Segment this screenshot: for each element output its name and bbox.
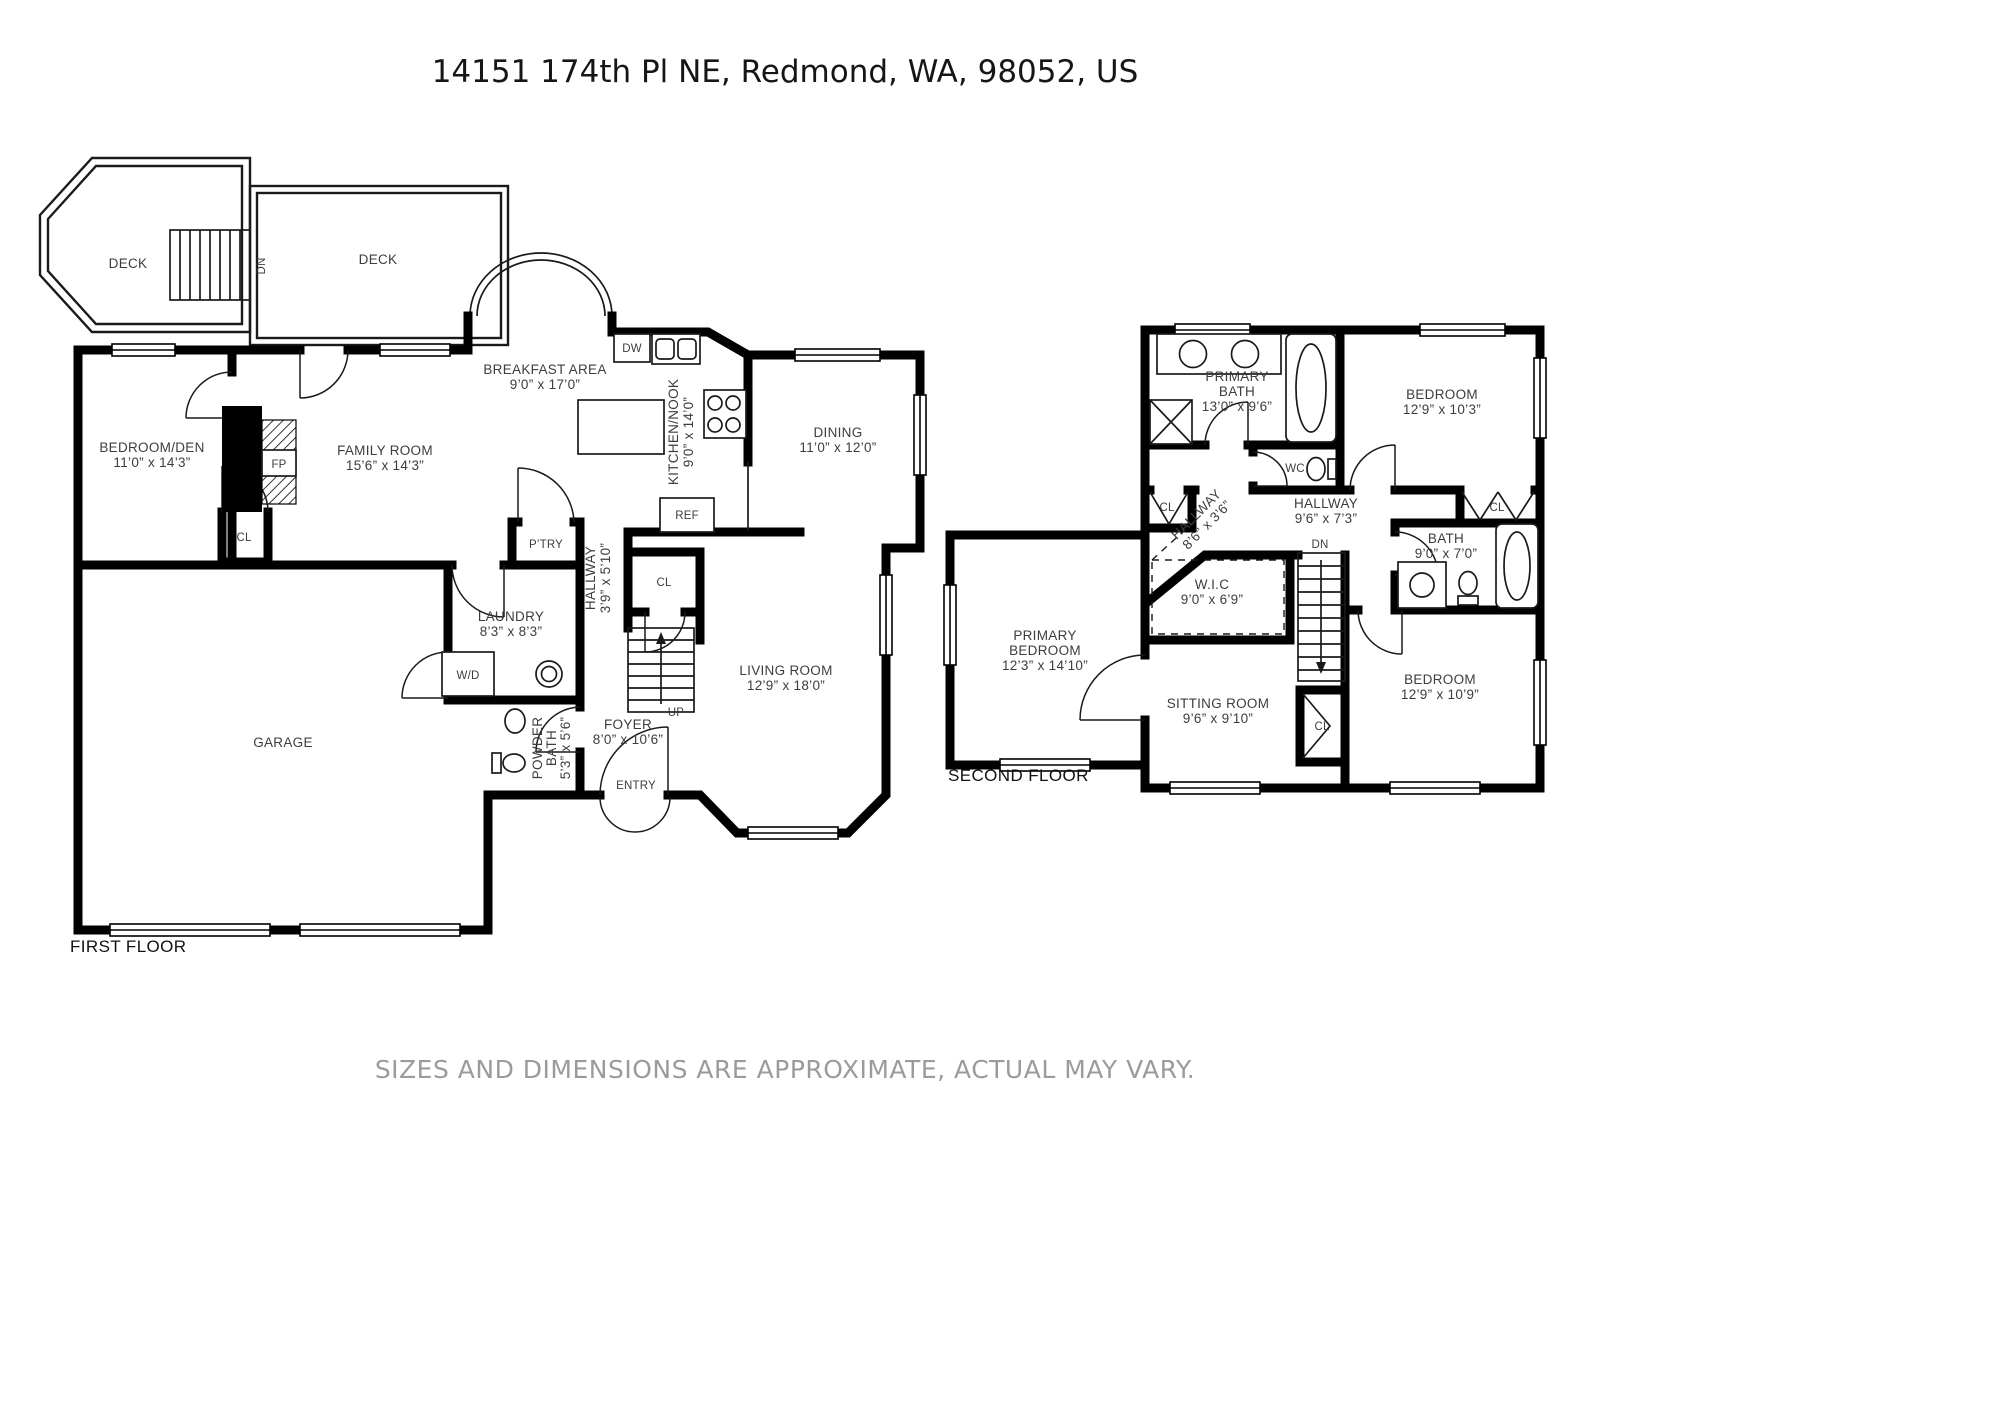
kitchen-sink <box>651 333 701 365</box>
garage-label: GARAGE <box>253 735 313 750</box>
foyer-label: FOYER <box>604 717 652 732</box>
primary-bedroom-label-2: BEDROOM <box>1009 643 1081 658</box>
entry-label: ENTRY <box>616 780 656 792</box>
bath-sink <box>1397 561 1447 609</box>
breakfast-arch <box>469 252 613 317</box>
living-room-label: LIVING ROOM <box>739 663 832 678</box>
hallway2-label: HALLWAY <box>1294 496 1358 511</box>
powder-sink <box>504 708 526 734</box>
living-room-dims: 12’9” x 18’0” <box>747 678 825 693</box>
first-floor-title: FIRST FLOOR <box>70 937 187 956</box>
laundry-label: LAUNDRY <box>478 609 544 624</box>
sitting-room-dims: 9’6” x 9’10” <box>1183 711 1253 726</box>
family-room-label: FAMILY ROOM <box>337 443 433 458</box>
first-floor-windows <box>109 343 927 937</box>
second-floor-title: SECOND FLOOR <box>948 766 1089 785</box>
bedroom-bottom-dims: 12’9” x 10’9” <box>1401 687 1479 702</box>
fireplace <box>222 406 297 512</box>
bedroom-top-dims: 12’9” x 10’3” <box>1403 402 1481 417</box>
deck-stairs-dn-label: DN <box>256 257 268 274</box>
powder-bath-label-2: BATH <box>544 730 559 766</box>
laundry-dims: 8’3” x 8’3” <box>480 624 543 639</box>
family-room-dims: 15’6” x 14’3” <box>346 458 424 473</box>
sitting-room-label: SITTING ROOM <box>1167 696 1270 711</box>
bath-dims: 9’0” x 7’0” <box>1415 546 1478 561</box>
bath-tub <box>1495 523 1539 609</box>
dining-label: DINING <box>813 425 862 440</box>
deck-left-outline <box>38 156 252 334</box>
powder-bath-dims: 5’3” x 5’6” <box>558 717 573 780</box>
stairs-dn-label: DN <box>1311 539 1328 551</box>
dining-dims: 11’0” x 12’0” <box>799 440 876 455</box>
primary-bath-dims: 13’0” x 9’6” <box>1202 399 1272 414</box>
fireplace-label: FP <box>271 459 286 471</box>
bedroom-den-label: BEDROOM/DEN <box>99 440 204 455</box>
wic-label: W.I.C <box>1195 577 1230 592</box>
stairs-up-label: UP <box>668 707 685 719</box>
deck-stairs <box>169 229 251 301</box>
dishwasher <box>613 333 651 363</box>
disclaimer-text: SIZES AND DIMENSIONS ARE APPROXIMATE, AC… <box>375 1055 1195 1084</box>
breakfast-area-label: BREAKFAST AREA <box>483 362 606 377</box>
refrigerator-label: REF <box>675 510 699 522</box>
second-floor-windows <box>943 323 1547 795</box>
wic-dims: 9’0” x 6’9” <box>1181 592 1244 607</box>
bath-toilet <box>1457 570 1479 606</box>
laundry-sink <box>535 660 563 688</box>
primary-bath-label-2: BATH <box>1219 384 1255 399</box>
hallway-label: HALLWAY <box>583 546 598 610</box>
closet-right-label: CL <box>1489 502 1505 514</box>
kitchen-label: KITCHEN/NOOK <box>666 379 681 485</box>
primary-bedroom-label-1: PRIMARY <box>1013 628 1076 643</box>
deck-left-label: DECK <box>109 256 148 271</box>
powder-bath-label-1: POWDER <box>530 717 545 780</box>
bedroom-closet-label: CL <box>236 532 252 544</box>
kitchen-dims: 9’0” x 14’0” <box>681 397 696 467</box>
wc-toilet <box>1306 456 1337 482</box>
second-floor-plan: PRIMARY BATH 13’0” x 9’6” BEDROOM 12’9” … <box>943 323 1547 795</box>
refrigerator <box>659 497 715 533</box>
foyer-stairs <box>627 627 695 713</box>
bedroom-den-dims: 11’0” x 14’3” <box>113 455 190 470</box>
kitchen-island <box>577 399 665 455</box>
powder-toilet <box>491 752 526 774</box>
second-floor-stairs <box>1297 552 1346 682</box>
bath-label: BATH <box>1428 531 1464 546</box>
washer-dryer <box>441 651 495 697</box>
first-floor-plan: DECK DECK DN BREAKFAST AREA 9’0” x 17’0”… <box>38 156 927 956</box>
shower <box>1149 399 1193 445</box>
breakfast-area-dims: 9’0” x 17’0” <box>510 377 580 392</box>
page-title: 14151 174th Pl NE, Redmond, WA, 98052, U… <box>432 54 1139 90</box>
primary-tub <box>1285 333 1337 443</box>
washer-dryer-label: W/D <box>457 670 480 682</box>
wic-dashed-outline <box>1151 517 1285 635</box>
hallway-dims: 3’9” x 5’10” <box>598 543 613 613</box>
stove <box>703 389 747 439</box>
foyer-dims: 8’0” x 10’6” <box>593 732 663 747</box>
wc-label: WC <box>1285 463 1305 475</box>
closet-mid-label: CL <box>1314 721 1330 733</box>
closet-left-label: CL <box>1159 502 1175 514</box>
primary-bath-label-1: PRIMARY <box>1205 369 1268 384</box>
dishwasher-label: DW <box>622 343 642 355</box>
second-floor-walls <box>945 325 1545 793</box>
double-vanity <box>1156 333 1282 375</box>
pantry-label: P’TRY <box>529 539 563 551</box>
bedroom-top-label: BEDROOM <box>1406 387 1478 402</box>
primary-bedroom-dims: 12’3” x 14’10” <box>1002 658 1088 673</box>
hallway2-dims: 9’6” x 7’3” <box>1295 511 1358 526</box>
deck-right-label: DECK <box>359 252 398 267</box>
bedroom-bottom-label: BEDROOM <box>1404 672 1476 687</box>
foyer-closet-label: CL <box>656 577 672 589</box>
